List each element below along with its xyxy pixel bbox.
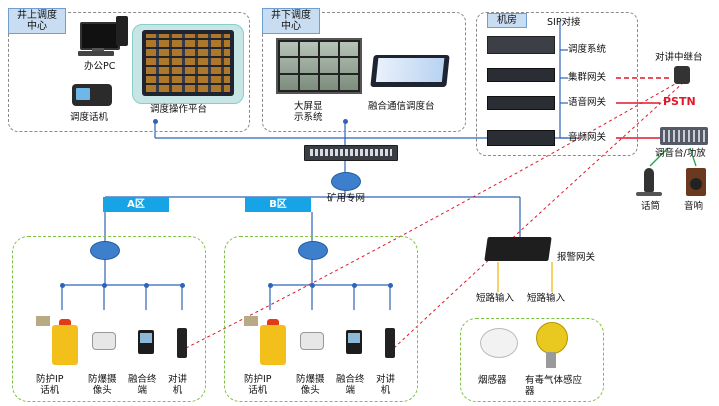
walkie-talkie-icon (385, 328, 395, 358)
monitor-stand (92, 48, 104, 52)
big-screen-label: 大屏显 示系统 (294, 101, 323, 123)
underground-bus-dot (343, 119, 348, 124)
zone-a-panel (12, 236, 206, 402)
server-rack-icon (487, 36, 555, 54)
voice-gateway-label: 语音网关 (568, 97, 607, 108)
trunk-gateway-icon (487, 68, 555, 82)
zone-a-terminal-1: 防爆摄 像头 (88, 374, 117, 396)
voice-gateway-icon (487, 96, 555, 110)
smoke-sensor-icon (480, 328, 518, 358)
mine-network-label: 矿用专网 (327, 193, 366, 204)
fusion-console-icon (370, 55, 450, 87)
camera-icon (92, 332, 116, 350)
zone-a-dot-4 (180, 283, 185, 288)
zone-a-terminal-0: 防护IP 话机 (36, 374, 64, 396)
mixer-icon (660, 127, 708, 145)
machine-room-title: 机房 (487, 13, 527, 28)
camera-icon (300, 332, 324, 350)
trunk-gateway-label: 集群网关 (568, 72, 607, 83)
surface-dispatch-panel (8, 12, 250, 132)
alarm-gateway-label: 报警网关 (557, 252, 596, 263)
dispatch-console-label: 调度操作平台 (150, 104, 208, 115)
core-switch-icon (304, 145, 398, 161)
zone-b-dot-1 (268, 283, 273, 288)
zone-b-dot-4 (388, 283, 393, 288)
zone-a-dot-1 (60, 283, 65, 288)
sip-label: SIP对接 (547, 17, 581, 28)
pc-tower-icon (116, 16, 128, 46)
short-input-label-1: 短路输入 (476, 293, 515, 304)
alarm-gateway-icon (484, 237, 552, 261)
dispatch-system-label: 调度系统 (568, 44, 607, 55)
zone-b-terminal-1: 防爆摄 像头 (296, 374, 325, 396)
dispatch-phone-label: 调度话机 (70, 112, 109, 123)
phone-screen (76, 88, 90, 100)
zone-b-router-icon (298, 241, 328, 260)
ip-phone-icon (52, 319, 78, 365)
underground-dispatch-panel (262, 12, 466, 132)
sensor-panel (460, 318, 604, 402)
fusion-terminal-icon (346, 330, 362, 354)
zone-b-dot-3 (352, 283, 357, 288)
console-screen-icon (142, 30, 234, 96)
horn-speaker-icon (244, 316, 258, 326)
keyboard-icon (78, 51, 114, 56)
zone-b-dot-2 (310, 283, 315, 288)
microphone-base (636, 192, 662, 196)
gas-sensor-body (546, 352, 556, 368)
zone-a-terminal-2: 融合终 端 (128, 374, 157, 396)
office-pc-label: 办公PC (84, 61, 116, 72)
console-bus-dot (153, 119, 158, 124)
zone-b-terminal-0: 防护IP 话机 (244, 374, 272, 396)
repeater-label: 对讲中继台 (655, 52, 703, 63)
ip-phone-icon (260, 319, 286, 365)
zone-b-terminal-2: 融合终 端 (336, 374, 365, 396)
gas-sensor-icon (536, 322, 568, 354)
fusion-console-label: 融合通信调度台 (368, 101, 435, 112)
machine-room-panel (476, 12, 638, 156)
zone-a-terminal-3: 对讲 机 (168, 374, 188, 396)
gas-sensor-label: 有毒气体感应 器 (525, 375, 583, 397)
short-input-label-2: 短路输入 (527, 293, 566, 304)
audio-gateway-icon (487, 130, 555, 146)
speaker-icon (686, 168, 706, 196)
pstn-label: PSTN (663, 95, 696, 108)
mixer-label: 调音台/功放 (655, 148, 706, 159)
microphone-icon (644, 168, 654, 192)
zone-a-router-icon (90, 241, 120, 260)
fusion-terminal-icon (138, 330, 154, 354)
audio-gateway-label: 音频网关 (568, 132, 607, 143)
router-icon (331, 172, 361, 191)
repeater-icon (674, 66, 690, 84)
horn-speaker-icon (36, 316, 50, 326)
surface-dispatch-title: 井上调度 中心 (8, 8, 66, 34)
smoke-sensor-label: 烟感器 (478, 375, 507, 386)
zone-b-header: B区 (245, 197, 311, 212)
zone-a-header: A区 (103, 197, 169, 212)
walkie-talkie-icon (177, 328, 187, 358)
zone-b-terminal-3: 对讲 机 (376, 374, 396, 396)
zone-a-dot-2 (102, 283, 107, 288)
video-wall-icon (276, 38, 362, 94)
zone-a-dot-3 (144, 283, 149, 288)
microphone-label: 话筒 (641, 201, 661, 212)
underground-dispatch-title: 井下调度 中心 (262, 8, 320, 34)
speaker-label: 音响 (684, 201, 704, 212)
zone-b-panel (224, 236, 418, 402)
monitor-icon (80, 22, 120, 50)
